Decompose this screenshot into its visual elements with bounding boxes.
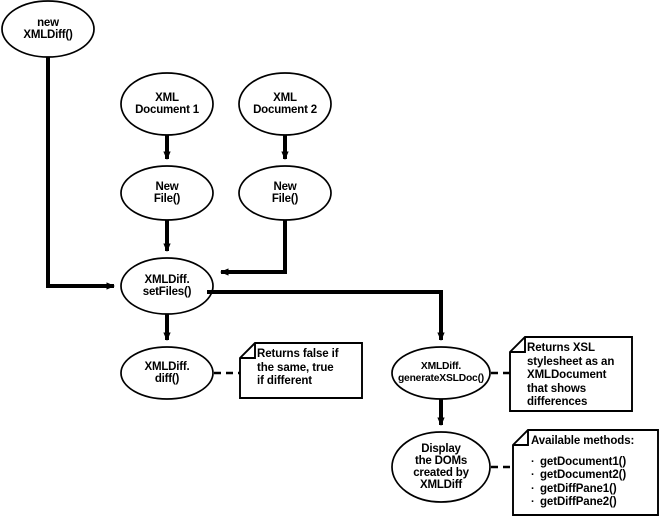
node-xmldiff-diff [120, 346, 214, 400]
note-title: Available methods: [531, 435, 635, 447]
note-method-item: · getDocument2() [531, 469, 657, 483]
bullet-icon: · [531, 482, 535, 495]
note-diff-result-text: Returns false if the same, true if diffe… [257, 348, 361, 389]
note-xsl-result-text: Returns XSL stylesheet as an XMLDocument… [527, 342, 633, 410]
node-new-file-2 [238, 165, 332, 221]
node-new-xmldiff [1, 0, 95, 58]
method-name: getDocument2() [540, 469, 627, 481]
node-xml-document-2 [238, 72, 332, 136]
note-xsl-result-fold [510, 337, 526, 353]
note-diff-result-box [239, 342, 363, 399]
node-generate-xsldoc [391, 346, 491, 400]
note-line: the same, true [257, 361, 334, 374]
note-available-methods-text: Available methods: · getDocument1() · getD… [531, 435, 657, 510]
note-line: that shows [527, 382, 587, 395]
node-display-doms [391, 431, 491, 503]
note-method-item: · getDocument1() [531, 456, 657, 470]
note-line: stylesheet as an [527, 355, 615, 368]
note-line: differences [527, 396, 588, 408]
note-line: XMLDocument [527, 369, 607, 381]
note-available-methods-box [512, 429, 659, 516]
note-diff-result-fold [240, 343, 256, 359]
conn-setfiles-to-xsldoc [207, 290, 445, 342]
note-xsl-result-box [509, 336, 633, 412]
note-method-item: · getDiffPane1() [531, 483, 657, 497]
method-name: getDiffPane1() [540, 482, 617, 495]
note-line: Returns XSL [527, 342, 595, 354]
method-name: getDocument1() [540, 455, 627, 468]
node-xmldiff-setfiles [120, 257, 214, 315]
note-line: Returns false if [257, 348, 339, 360]
bullet-icon: · [531, 469, 535, 481]
conn-newfile2-to-setfiles [219, 220, 287, 276]
conn-new-xmldiff-to-setfiles [46, 57, 116, 290]
node-new-file-1 [120, 165, 214, 221]
method-name: getDiffPane2() [540, 496, 617, 508]
bullet-icon: · [531, 455, 535, 468]
note-method-item: · getDiffPane2() [531, 496, 657, 510]
bullet-icon: · [531, 496, 535, 508]
note-line: if different [257, 375, 313, 387]
node-xml-document-1 [120, 72, 214, 136]
note-available-methods-fold [513, 430, 529, 446]
